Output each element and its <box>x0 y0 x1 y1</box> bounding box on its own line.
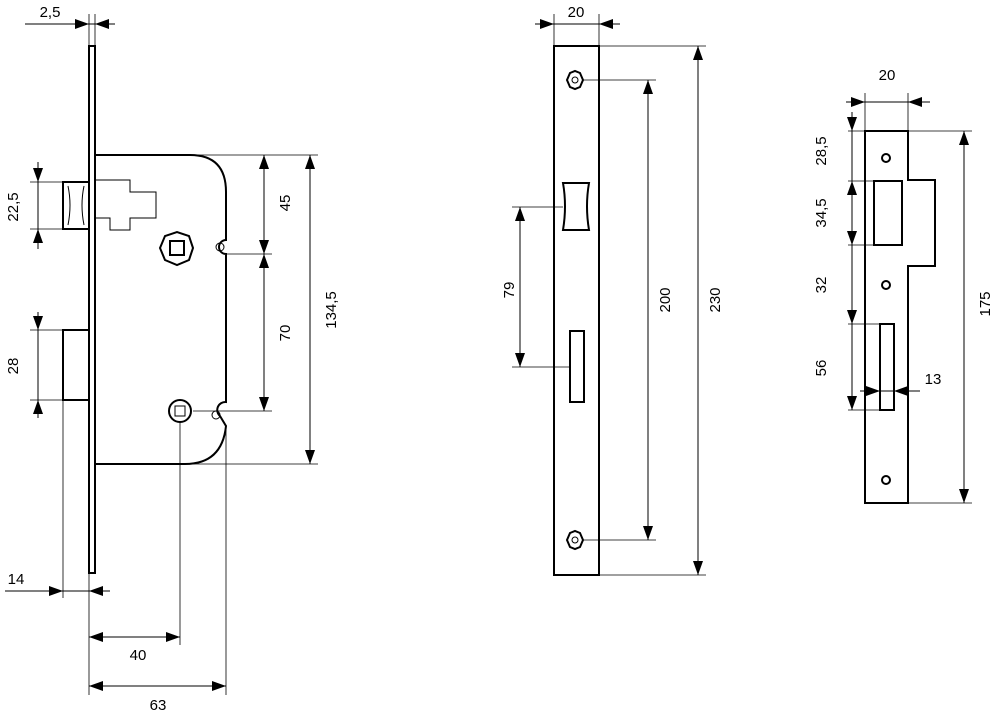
dim-strike-width: 20 <box>879 67 896 84</box>
dim-strike-latch-opening: 34,5 <box>813 198 830 227</box>
dim-case-depth: 63 <box>150 697 167 714</box>
dim-latch-height: 22,5 <box>5 192 22 221</box>
faceplate-body <box>553 45 600 576</box>
dim-spindle-to-keyhole: 70 <box>277 325 294 342</box>
dim-strike-length: 175 <box>977 291 994 316</box>
spindle-hub <box>158 230 195 267</box>
dim-bolt-projection: 14 <box>8 571 25 588</box>
dim-latch-to-bolt: 79 <box>501 282 518 299</box>
case-notch-top <box>215 242 225 252</box>
spindle-square-hole <box>169 240 185 256</box>
faceplate-latch-window <box>561 182 591 231</box>
dim-screw-spacing: 200 <box>657 287 674 312</box>
dim-strike-bolt-opening: 56 <box>813 360 830 377</box>
strike-latch-opening <box>873 180 903 246</box>
strike-plate-view: 20 28,5 34,5 32 56 13 175 <box>813 67 994 504</box>
strike-screw-top <box>881 153 891 163</box>
strike-bolt-opening <box>879 323 895 411</box>
dim-faceplate-width: 20 <box>568 4 585 21</box>
lock-case-view: 2,5 22,5 28 45 70 134,5 14 40 63 <box>5 4 340 714</box>
strike-plate-body <box>864 130 936 504</box>
dim-faceplate-length: 230 <box>707 287 724 312</box>
dim-case-height: 134,5 <box>323 291 340 329</box>
keyhole-circle <box>168 399 192 423</box>
dead-bolt <box>62 329 90 401</box>
lock-faceplate <box>88 45 96 574</box>
lock-case-body <box>95 154 228 465</box>
dim-strike-bolt-opening-width: 13 <box>925 371 942 388</box>
latch-bolt-detail <box>67 185 85 226</box>
faceplate-screw-top <box>565 69 585 91</box>
strike-screw-bottom <box>881 475 891 485</box>
keyhole-square <box>174 405 186 417</box>
dim-bolt-height: 28 <box>5 358 22 375</box>
dim-spindle-to-top: 45 <box>277 195 294 212</box>
latch-bolt <box>62 181 90 230</box>
dim-strike-top-margin: 28,5 <box>813 136 830 165</box>
faceplate-screw-bottom <box>565 529 585 551</box>
faceplate-view: 20 79 200 230 <box>501 4 724 576</box>
latch-mechanism <box>95 179 157 231</box>
dim-backset: 40 <box>130 647 147 664</box>
dim-strike-center-gap: 32 <box>813 277 830 294</box>
strike-screw-middle <box>881 280 891 290</box>
dim-faceplate-thickness: 2,5 <box>40 4 61 21</box>
faceplate-bolt-window <box>569 330 585 403</box>
